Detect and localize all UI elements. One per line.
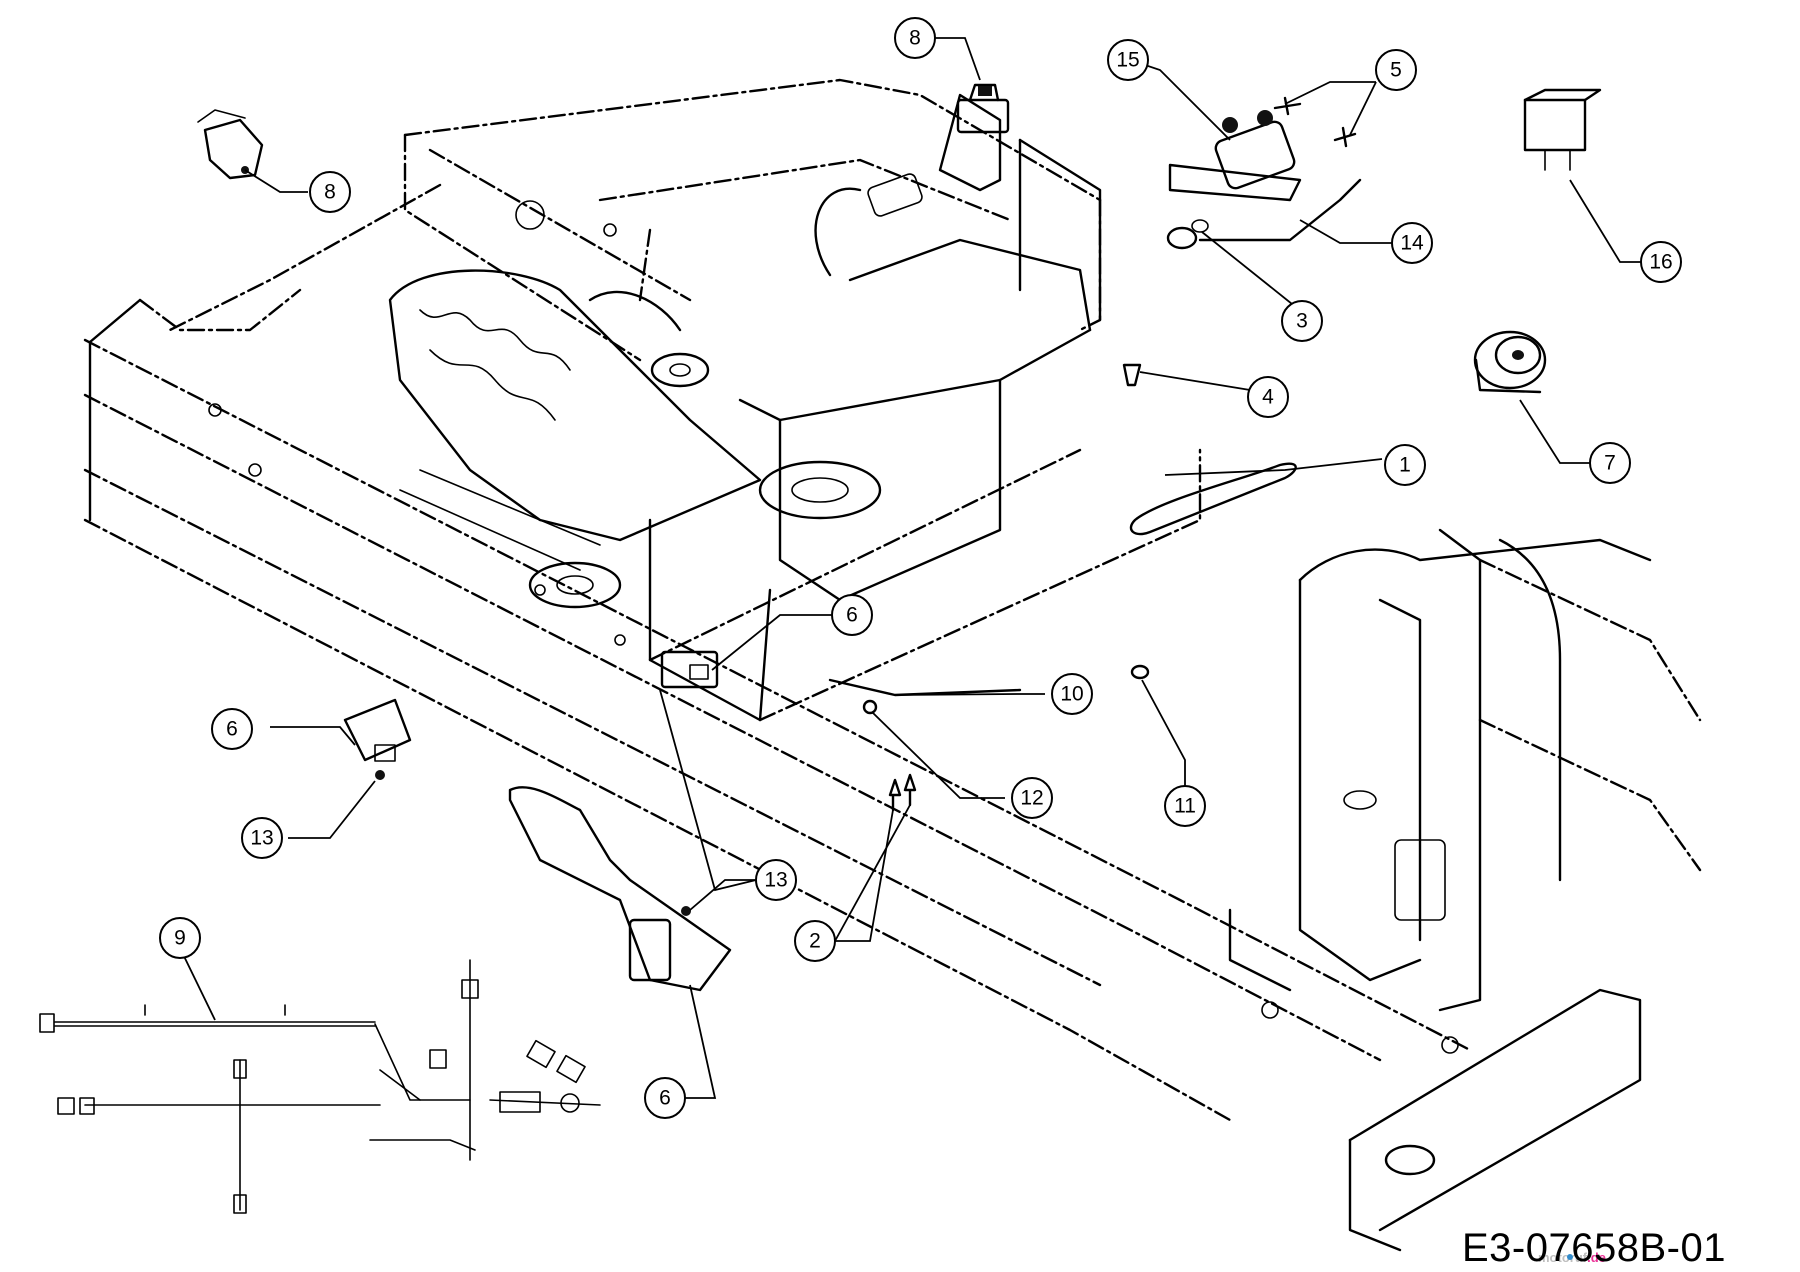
callout-label: 1 — [1399, 454, 1411, 477]
callout-label: 6 — [226, 718, 238, 741]
clip — [1130, 664, 1150, 680]
callout-label: 8 — [909, 27, 921, 50]
grommet — [1166, 219, 1209, 250]
callout-label: 6 — [659, 1087, 671, 1110]
rear-frame — [168, 78, 1102, 362]
callout-6a: 6 — [831, 594, 873, 636]
seat-switch-top — [956, 83, 1010, 134]
callout-16: 16 — [1640, 241, 1682, 283]
rod — [1198, 178, 1362, 242]
right-frame — [1228, 528, 1702, 1252]
callout-label: 4 — [1262, 386, 1274, 409]
seat-switch-left — [197, 109, 264, 180]
watermark-logo: motoruf.de — [1538, 1250, 1606, 1265]
leader-lines — [179, 37, 1641, 1099]
callout-6b: 6 — [211, 708, 253, 750]
callout-5: 5 — [1375, 49, 1417, 91]
callout-label: 3 — [1296, 310, 1308, 333]
callout-label: 13 — [764, 869, 787, 892]
callout-label: 6 — [846, 604, 858, 627]
callout-15: 15 — [1107, 39, 1149, 81]
callout-label: 14 — [1400, 232, 1424, 255]
callout-label: 2 — [809, 930, 821, 953]
rivets — [888, 773, 917, 812]
svg-text:motoruf.de: motoruf.de — [1538, 1250, 1606, 1265]
seat-switch-mid — [660, 650, 719, 689]
callout-10: 10 — [1051, 673, 1093, 715]
callout-label: 12 — [1020, 787, 1043, 810]
seat-switch-left2 — [343, 698, 412, 780]
callout-label: 5 — [1390, 59, 1402, 82]
callout-label: 10 — [1060, 683, 1083, 706]
left-frame-rail — [83, 288, 1472, 1122]
callout-8b: 8 — [309, 171, 351, 213]
callout-12: 12 — [1011, 777, 1053, 819]
seat-mounting-plate — [388, 269, 762, 542]
watermark-suffix: .de — [1587, 1250, 1606, 1265]
callout-3: 3 — [1281, 300, 1323, 342]
ignition-switch — [1473, 330, 1547, 394]
callout-9: 9 — [159, 917, 201, 959]
callout-7: 7 — [1589, 442, 1631, 484]
callout-label: 16 — [1649, 251, 1672, 274]
callout-label: 9 — [174, 927, 186, 950]
callout-label: 7 — [1604, 452, 1616, 475]
callout-label: 8 — [324, 181, 336, 204]
bail — [1129, 462, 1297, 536]
callout-label: 15 — [1116, 49, 1139, 72]
wire-harness — [39, 959, 601, 1214]
callout-13a: 13 — [241, 817, 283, 859]
callout-1: 1 — [1384, 444, 1426, 486]
callout-4: 4 — [1247, 376, 1289, 418]
fuse — [1523, 88, 1602, 171]
bracket-switch-bottom — [508, 786, 732, 992]
callout-14: 14 — [1391, 222, 1433, 264]
callout-6c: 6 — [644, 1077, 686, 1119]
callout-11: 11 — [1164, 785, 1206, 827]
callout-2: 2 — [794, 920, 836, 962]
callout-label: 13 — [250, 827, 273, 850]
part-number: E3-07658B-01 — [1462, 1226, 1726, 1270]
callout-label: 11 — [1174, 795, 1196, 818]
seat-bracket — [399, 93, 1202, 722]
washer — [862, 699, 878, 715]
cable-bar — [828, 678, 1022, 697]
watermark-brand: motoruf — [1538, 1250, 1588, 1265]
starter-solenoid — [1168, 110, 1302, 202]
callout-13b: 13 — [755, 859, 797, 901]
callout-8a: 8 — [894, 17, 936, 59]
screws — [1273, 96, 1357, 148]
pin — [1122, 363, 1142, 387]
